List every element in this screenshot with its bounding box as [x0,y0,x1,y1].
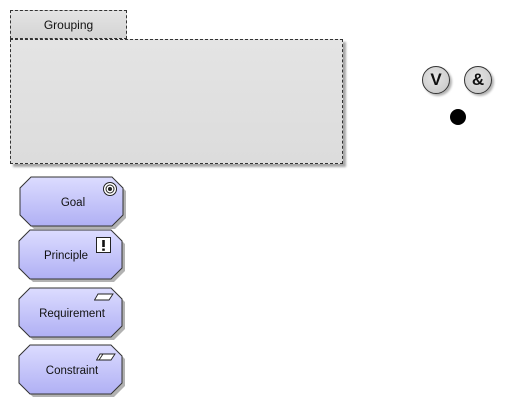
constraint-parallelogram-icon [96,353,116,361]
and-junction[interactable]: & [464,66,492,94]
requirement-parallelogram-icon [94,293,114,301]
constraint-shape [18,344,125,397]
or-junction-label: V [430,70,442,89]
or-junction[interactable]: V [422,66,450,94]
goal-label: Goal [60,197,86,209]
principle-exclamation-icon [96,237,111,253]
junction-dot[interactable] [450,109,466,125]
grouping-body[interactable] [10,39,343,164]
grouping-label: Grouping [43,17,94,32]
requirement-label: Requirement [39,308,105,320]
and-junction-label: & [471,70,485,89]
constraint-label: Constraint [45,365,99,377]
principle-element[interactable]: Principle [18,229,125,282]
principle-label: Principle [43,250,89,262]
goal-element[interactable]: Goal [19,176,126,229]
grouping-tab[interactable]: Grouping [10,10,127,39]
goal-target-icon [103,182,117,196]
requirement-element[interactable]: Requirement [18,287,125,340]
constraint-element[interactable]: Constraint [18,344,125,397]
goal-shape [19,176,126,229]
